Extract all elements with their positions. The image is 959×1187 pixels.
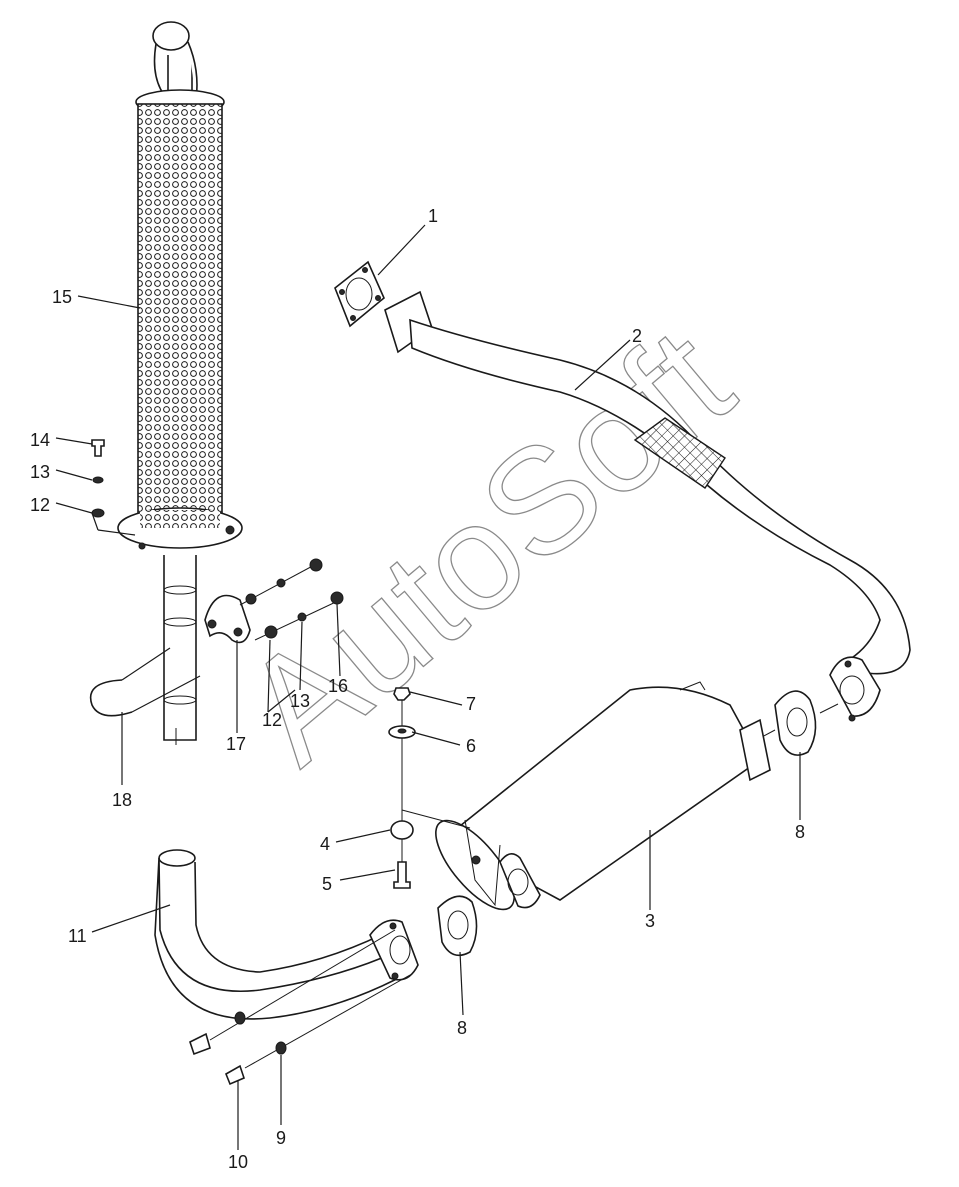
gasket-8-right bbox=[759, 690, 839, 756]
callout-10: 10 bbox=[228, 1152, 248, 1172]
callout-5: 5 bbox=[322, 874, 332, 894]
front-pipe-2 bbox=[384, 290, 911, 722]
callout-4: 4 bbox=[320, 834, 330, 854]
callout-14: 14 bbox=[30, 430, 50, 450]
callout-17: 17 bbox=[226, 734, 246, 754]
fasteners-upper bbox=[239, 558, 344, 641]
bolts-9-10 bbox=[189, 929, 411, 1086]
callout-8-left: 8 bbox=[457, 1018, 467, 1038]
leader-lines bbox=[55, 224, 801, 1150]
callout-9: 9 bbox=[276, 1128, 286, 1148]
bolt-stack bbox=[91, 439, 105, 518]
callout-13-bottom: 13 bbox=[290, 691, 310, 711]
callout-15: 15 bbox=[52, 287, 72, 307]
gasket-8-left bbox=[437, 895, 478, 957]
u-bolt-18 bbox=[89, 647, 201, 717]
intermediate-pipe-11 bbox=[154, 849, 419, 1020]
callout-11: 11 bbox=[68, 926, 87, 946]
tail-silencer-15 bbox=[117, 21, 243, 550]
clamp-bracket-17 bbox=[204, 594, 251, 644]
callout-18: 18 bbox=[112, 790, 132, 810]
mounting-hardware bbox=[388, 687, 471, 889]
callout-7: 7 bbox=[466, 694, 476, 714]
down-pipe bbox=[163, 555, 197, 745]
callout-2: 2 bbox=[632, 326, 642, 346]
callout-12-left: 12 bbox=[30, 495, 50, 515]
callout-8-right: 8 bbox=[795, 822, 805, 842]
callout-1: 1 bbox=[428, 206, 438, 226]
callout-labels: 1 2 3 4 5 6 7 8 8 9 10 11 12 12 13 13 14… bbox=[30, 206, 805, 1172]
callout-16: 16 bbox=[328, 676, 348, 696]
callout-3: 3 bbox=[645, 911, 655, 931]
callout-12-bottom: 12 bbox=[262, 710, 282, 730]
muffler-3 bbox=[435, 681, 771, 911]
callout-13-left: 13 bbox=[30, 462, 50, 482]
gasket-1 bbox=[334, 260, 385, 328]
callout-6: 6 bbox=[466, 736, 476, 756]
